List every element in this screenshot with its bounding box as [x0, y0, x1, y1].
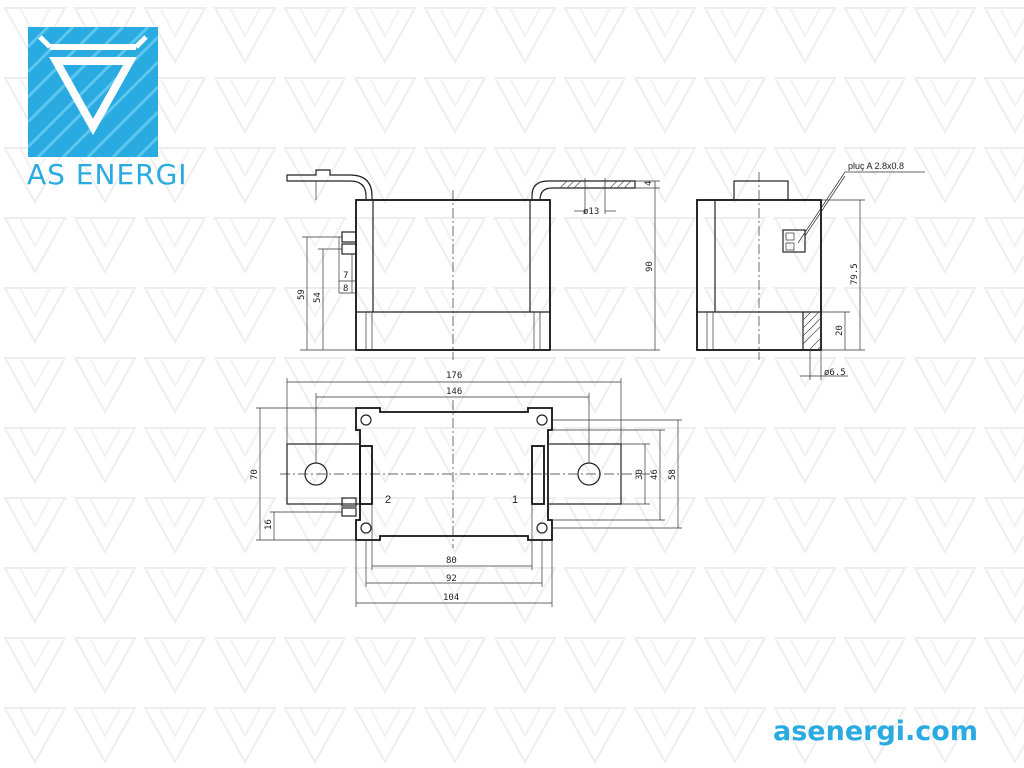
right-terminal — [531, 180, 636, 201]
gate-terminal-upper — [341, 231, 357, 243]
dim-offset-7: 7 — [343, 271, 348, 281]
diode-triangle-logo-icon — [28, 27, 158, 157]
terminal-1-label: 1 — [512, 494, 518, 506]
dim-height-58: 58 — [668, 469, 678, 480]
terminal-2-label: 2 — [385, 494, 391, 506]
terminal-1-tab — [547, 443, 622, 505]
end-view: pluç A 2.8x0.8 79.5 20 ø6.5 — [696, 161, 925, 380]
side-view: ø13 4 90 59 54 7 8 — [286, 169, 660, 360]
plug-connector — [782, 229, 806, 253]
dim-height-16: 16 — [264, 519, 274, 530]
dim-height-30: 30 — [635, 469, 645, 480]
dim-mount-diameter: ø6.5 — [824, 368, 846, 378]
dim-height-46: 46 — [650, 469, 660, 480]
dim-height-79-5: 79.5 — [850, 263, 860, 285]
dim-width-104: 104 — [443, 593, 459, 603]
terminal-2-riser — [359, 445, 373, 505]
mount-hole-bottom-right — [536, 522, 548, 534]
dim-hole-diameter: ø13 — [583, 207, 599, 217]
terminal-1-riser — [531, 445, 545, 505]
brand-name: AS ENERGI — [27, 158, 188, 191]
website-link[interactable]: asenergi.com — [773, 716, 978, 747]
left-terminal — [286, 169, 373, 201]
plug-note: pluç A 2.8x0.8 — [848, 161, 904, 171]
dim-height-70: 70 — [250, 469, 260, 480]
end-view-terminal — [733, 180, 789, 201]
dim-thickness-4: 4 — [644, 181, 654, 186]
dim-width-146: 146 — [446, 387, 462, 397]
mount-hole-top-left — [360, 414, 372, 426]
dim-height-59: 59 — [297, 289, 307, 300]
dim-height-90: 90 — [645, 261, 655, 272]
mount-hole-top-right — [536, 414, 548, 426]
gate-terminal-lower — [341, 243, 357, 255]
dim-width-92: 92 — [446, 574, 457, 584]
dim-width-176: 176 — [446, 371, 462, 381]
dim-height-20: 20 — [835, 325, 845, 336]
top-view: 2 1 176 146 80 92 104 70 — [250, 371, 682, 607]
dim-width-80: 80 — [446, 556, 457, 566]
dim-offset-8: 8 — [343, 284, 348, 294]
mount-hole-bottom-left — [360, 522, 372, 534]
dim-height-54: 54 — [313, 292, 323, 303]
